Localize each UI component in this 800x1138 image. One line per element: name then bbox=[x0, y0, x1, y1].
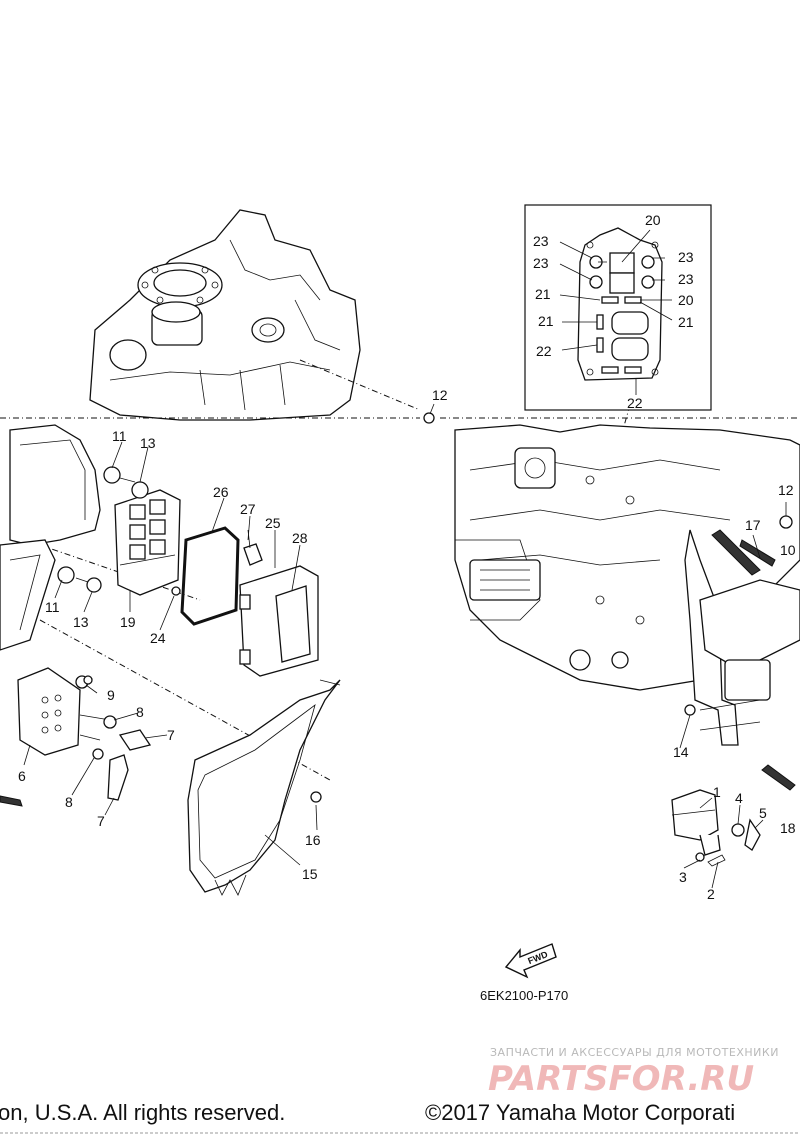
callout-12: 12 bbox=[432, 387, 448, 403]
terminal-block-6 bbox=[17, 667, 111, 756]
left-bracket bbox=[0, 424, 101, 651]
callout-13: 13 bbox=[73, 614, 89, 630]
callout-5: 5 bbox=[759, 805, 767, 821]
callout-11: 11 bbox=[45, 599, 60, 615]
callout-10: 10 bbox=[780, 542, 796, 558]
callout-labels: 11 13 11 13 19 24 26 27 25 28 9 8 7 6 8 … bbox=[18, 212, 796, 902]
callout-7: 7 bbox=[97, 813, 105, 829]
callout-21: 21 bbox=[535, 286, 551, 302]
callout-22: 22 bbox=[627, 395, 643, 411]
callout-2: 2 bbox=[707, 886, 715, 902]
callout-23: 23 bbox=[678, 249, 694, 265]
callout-20: 20 bbox=[645, 212, 661, 228]
callout-19: 19 bbox=[120, 614, 136, 630]
callout-8: 8 bbox=[136, 704, 144, 720]
gasket-26 bbox=[180, 526, 240, 626]
callout-4: 4 bbox=[735, 790, 743, 806]
connector-27 bbox=[243, 529, 263, 566]
callout-23: 23 bbox=[678, 271, 694, 287]
diagram-code: 6EK2100-P170 bbox=[480, 988, 568, 1003]
callout-9: 9 bbox=[107, 687, 115, 703]
fwd-arrow-icon: FWD bbox=[504, 943, 557, 979]
engine-block-top bbox=[89, 209, 361, 421]
callout-6: 6 bbox=[18, 768, 26, 784]
callout-27: 27 bbox=[240, 501, 256, 517]
callout-23: 23 bbox=[533, 255, 549, 271]
callout-11: 11 bbox=[112, 428, 127, 444]
callout-7: 7 bbox=[167, 727, 175, 743]
inset-detail-box bbox=[524, 204, 712, 411]
callout-23: 23 bbox=[533, 233, 549, 249]
bracket-assembly-right bbox=[684, 515, 800, 746]
spark-caps bbox=[92, 715, 152, 801]
relay-assembly bbox=[671, 764, 796, 867]
callout-22: 22 bbox=[536, 343, 552, 359]
partsfor-watermark: ЗАПЧАСТИ И АКСЕССУАРЫ ДЛЯ МОТОТЕХНИКИ PA… bbox=[488, 1046, 779, 1099]
cdi-module bbox=[114, 489, 181, 596]
callout-leaders bbox=[23, 403, 787, 889]
copyright-right: ©2017 Yamaha Motor Corporati bbox=[425, 1100, 735, 1125]
cover-25-28 bbox=[239, 565, 319, 677]
small-bolts bbox=[0, 412, 776, 807]
callout-14: 14 bbox=[673, 744, 689, 760]
callout-21: 21 bbox=[678, 314, 694, 330]
callout-28: 28 bbox=[292, 530, 308, 546]
copyright-left: on, U.S.A. All rights reserved. bbox=[0, 1100, 285, 1125]
watermark-tagline: ЗАПЧАСТИ И АКСЕССУАРЫ ДЛЯ МОТОТЕХНИКИ bbox=[490, 1046, 779, 1059]
callout-26: 26 bbox=[213, 484, 229, 500]
callout-8: 8 bbox=[65, 794, 73, 810]
callout-16: 16 bbox=[305, 832, 321, 848]
callout-20: 20 bbox=[678, 292, 694, 308]
callout-21: 21 bbox=[538, 313, 554, 329]
fasteners-11-13 bbox=[57, 466, 181, 596]
callout-24: 24 bbox=[150, 630, 166, 646]
callout-15: 15 bbox=[302, 866, 318, 882]
callout-1: 1 bbox=[713, 784, 721, 800]
callout-13: 13 bbox=[140, 435, 156, 451]
callout-25: 25 bbox=[265, 515, 281, 531]
cover-15 bbox=[187, 679, 341, 896]
watermark-logo: PARTSFOR.RU bbox=[488, 1059, 754, 1099]
callout-3: 3 bbox=[679, 869, 687, 885]
callout-17: 17 bbox=[745, 517, 761, 533]
callout-12: 12 bbox=[778, 482, 794, 498]
callout-18: 18 bbox=[780, 820, 796, 836]
